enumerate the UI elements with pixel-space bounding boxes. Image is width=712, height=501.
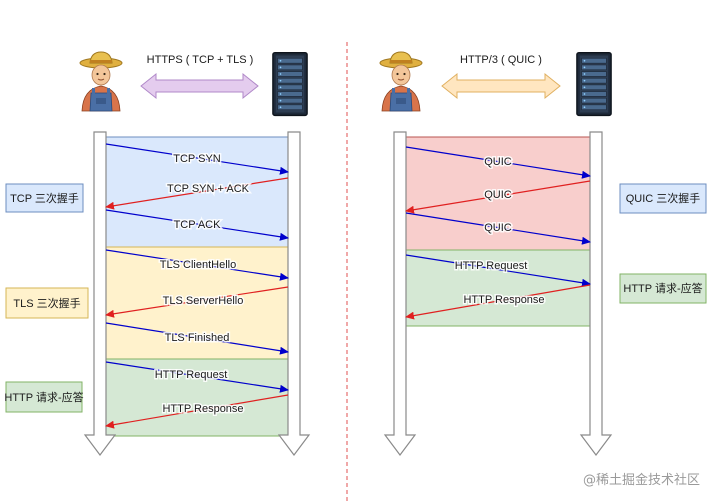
farmer-client-icon xyxy=(379,51,423,112)
msg-label: TCP SYN + ACK xyxy=(167,183,250,195)
msg-label: HTTP Request xyxy=(455,260,528,272)
msg-tls-serverhello-arrow xyxy=(105,286,289,318)
tls-handshake-region xyxy=(105,246,289,360)
server-rack-icon xyxy=(576,51,612,117)
msg-label: HTTP Response xyxy=(162,403,243,415)
msg-label: TCP ACK xyxy=(174,219,222,231)
watermark: @稀土掘金技术社区 xyxy=(583,472,700,488)
msg-quic-http-request-arrow xyxy=(405,254,591,287)
quic-http-exchange-region xyxy=(405,249,591,327)
phase-label: TCP 三次握手 xyxy=(10,191,79,205)
quic-handshake-region xyxy=(405,136,591,251)
server-lifeline-left xyxy=(277,131,311,456)
msg-tcp-syn-arrow xyxy=(105,143,289,175)
msg-tcp-synack-arrow xyxy=(105,177,289,210)
msg-tls-finished-arrow xyxy=(105,322,289,355)
msg-label: TLS Finished xyxy=(165,332,230,344)
quic-double-arrow xyxy=(441,72,561,100)
msg-label: TLS ServerHello xyxy=(163,295,244,307)
server-lifeline-right xyxy=(579,131,613,456)
msg-tcp-ack-arrow xyxy=(105,209,289,241)
server-rack-icon xyxy=(272,51,308,117)
msg-tls-clienthello-arrow xyxy=(105,249,289,281)
msg-quic-2-arrow xyxy=(405,180,591,214)
phase-label: HTTP 请求-应答 xyxy=(4,390,83,404)
msg-label: TCP SYN xyxy=(173,153,221,165)
quic-http-exchange-label-box xyxy=(619,273,707,304)
phase-label: HTTP 请求-应答 xyxy=(623,281,702,295)
msg-label: HTTP Request xyxy=(155,369,228,381)
client-lifeline-right xyxy=(383,131,417,456)
http-exchange-label-box xyxy=(5,381,83,413)
quic-handshake-label-box xyxy=(619,183,707,214)
msg-quic-1-arrow xyxy=(405,146,591,179)
https-protocol-label: HTTPS ( TCP + TLS ) xyxy=(147,54,254,66)
tcp-handshake-label-box xyxy=(5,183,84,213)
msg-http-response-arrow xyxy=(105,394,289,429)
msg-label: HTTP Response xyxy=(463,294,544,306)
farmer-client-icon xyxy=(79,51,123,112)
https-double-arrow xyxy=(140,72,259,100)
client-lifeline-left xyxy=(83,131,117,456)
tls-handshake-label-box xyxy=(5,287,89,319)
msg-label: QUIC xyxy=(484,222,512,234)
msg-http-request-arrow xyxy=(105,361,289,393)
quic-protocol-label: HTTP/3 ( QUIC ) xyxy=(460,54,542,66)
phase-label: QUIC 三次握手 xyxy=(626,191,701,205)
phase-label: TLS 三次握手 xyxy=(13,296,80,310)
msg-quic-3-arrow xyxy=(405,212,591,245)
msg-quic-http-response-arrow xyxy=(405,284,591,320)
msg-label: QUIC xyxy=(484,189,512,201)
msg-label: TLS ClientHello xyxy=(160,259,236,271)
http-exchange-region xyxy=(105,358,289,437)
msg-label: QUIC xyxy=(484,156,512,168)
